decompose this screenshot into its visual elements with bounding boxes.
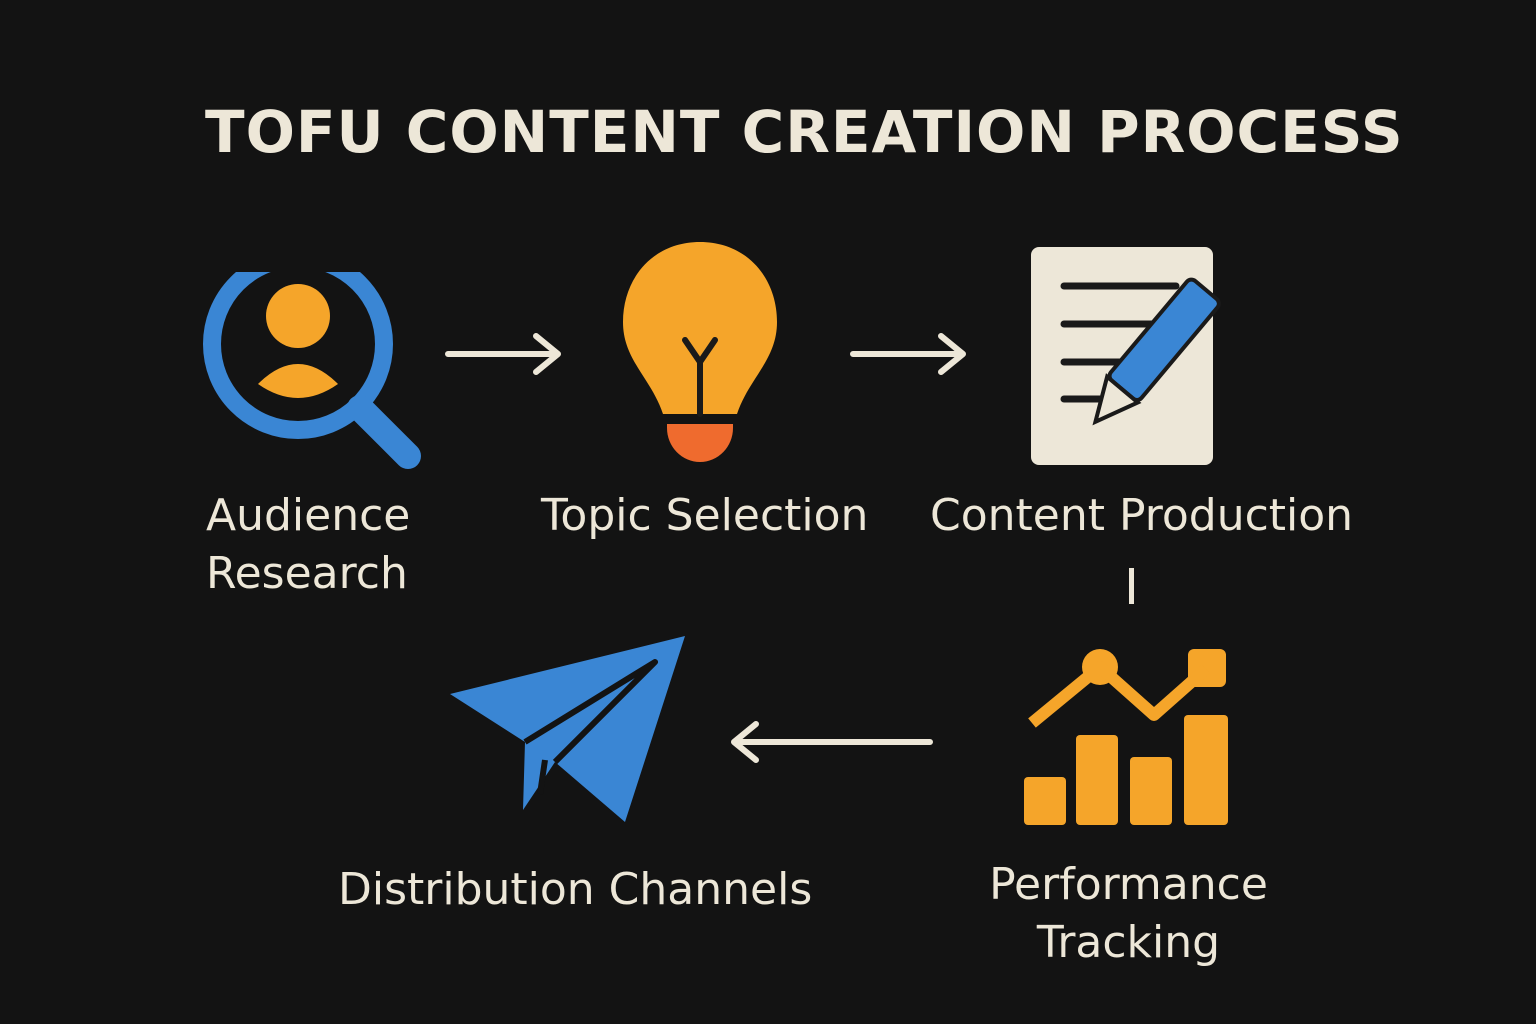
arrow-right-icon (850, 333, 966, 375)
step-label-audience-research: Audience Research (206, 487, 410, 603)
document-pencil-icon (1031, 247, 1221, 465)
step-label-performance-tracking: Performance Tracking (986, 856, 1271, 972)
label-line: Research (206, 548, 408, 599)
bar-chart-trend-icon (1024, 649, 1228, 825)
arrow-left-icon (731, 721, 933, 763)
arrow-right-icon (445, 333, 561, 375)
paper-plane-icon (450, 636, 685, 822)
lightbulb-icon (623, 242, 777, 462)
magnifier-person-icon (203, 272, 421, 469)
diagram-title: TOFU CONTENT CREATION PROCESS (205, 98, 1404, 166)
label-line: Tracking (1036, 917, 1221, 968)
step-label-distribution-channels: Distribution Channels (338, 864, 813, 915)
connector-line (1129, 568, 1134, 604)
label-line: Performance (989, 859, 1268, 910)
label-line: Audience (206, 490, 411, 541)
step-label-topic-selection: Topic Selection (541, 490, 869, 541)
step-label-content-production: Content Production (930, 490, 1354, 541)
